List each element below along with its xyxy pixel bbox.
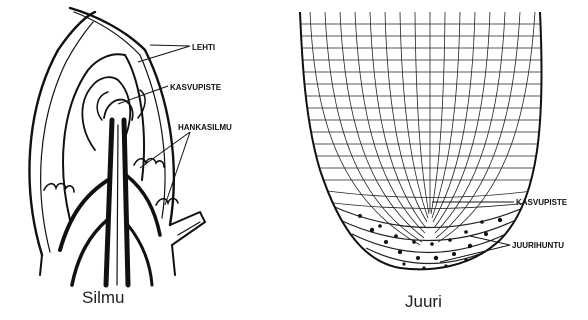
label-lehti: LEHTI — [192, 43, 215, 52]
root-drawing — [300, 12, 545, 270]
label-hankasilmu: HANKASILMU — [178, 123, 232, 132]
label-juurihuntu: JUURIHUNTU — [512, 241, 564, 250]
label-kasvupiste-root: KASVUPISTE — [516, 198, 568, 207]
caption-juuri: Juuri — [405, 292, 442, 312]
root-label-leaders — [432, 202, 514, 262]
caption-silmu: Silmu — [82, 288, 125, 308]
label-kasvupiste-bud: KASVUPISTE — [170, 83, 222, 92]
